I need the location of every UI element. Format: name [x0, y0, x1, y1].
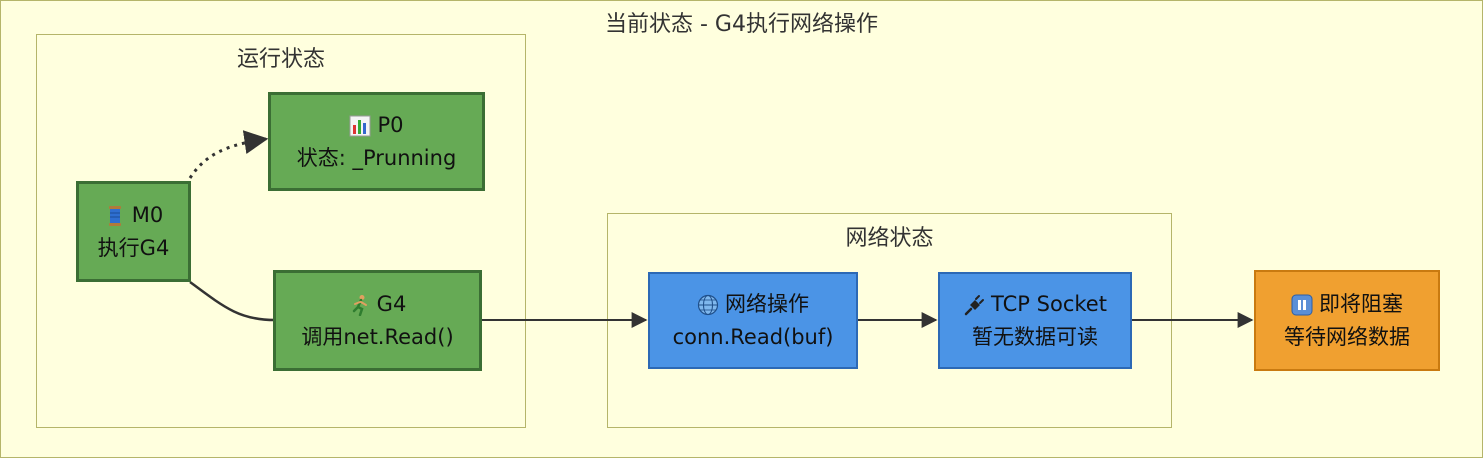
m0-task: 执行G4 — [97, 235, 170, 260]
edge-m0-g4 — [189, 280, 276, 322]
pause-icon — [1291, 293, 1313, 316]
tcp-socket-status: 暂无数据可读 — [972, 324, 1098, 349]
blocking-name: 即将阻塞 — [1319, 291, 1403, 316]
cluster-network-title: 网络状态 — [845, 226, 934, 251]
node-p0[interactable]: P0 状态: _Prunning — [268, 92, 485, 191]
globe-icon — [697, 293, 719, 316]
thread-spool-icon — [104, 204, 126, 226]
blocking-detail: 等待网络数据 — [1284, 324, 1410, 349]
node-g4[interactable]: G4 调用net.Read() — [273, 270, 482, 371]
g4-call: 调用net.Read() — [301, 324, 454, 349]
g4-name: G4 — [376, 291, 407, 316]
node-m0[interactable]: M0 执行G4 — [76, 181, 191, 282]
bar-chart-icon — [349, 114, 371, 137]
node-network-op[interactable]: 网络操作 conn.Read(buf) — [648, 272, 858, 369]
edge-m0-p0 — [188, 130, 269, 179]
runner-icon — [349, 293, 371, 317]
cluster-runtime-title: 运行状态 — [236, 47, 325, 72]
network-op-call: conn.Read(buf) — [672, 324, 834, 349]
p0-status: 状态: _Prunning — [296, 145, 457, 170]
tcp-socket-name: TCP Socket — [991, 291, 1107, 316]
plug-icon — [963, 293, 985, 316]
p0-name: P0 — [377, 112, 404, 137]
diagram-title: 当前状态 - G4执行网络操作 — [605, 12, 878, 37]
network-op-name: 网络操作 — [725, 291, 809, 316]
node-tcp-socket[interactable]: TCP Socket 暂无数据可读 — [938, 272, 1132, 369]
node-blocking[interactable]: 即将阻塞 等待网络数据 — [1254, 270, 1440, 371]
m0-name: M0 — [131, 202, 164, 227]
